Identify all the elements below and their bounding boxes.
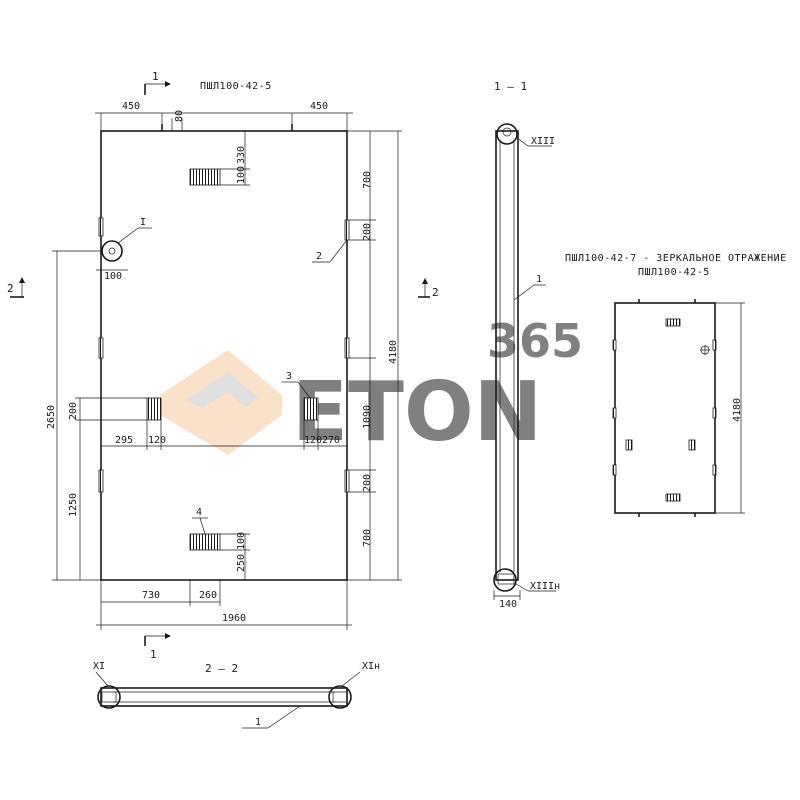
callout-part-1-sect2: 1 (242, 705, 301, 729)
mirror-title-1: ПШЛ100-42-7 - ЗЕРКАЛЬНОЕ ОТРАЖЕНИЕ (565, 253, 787, 264)
svg-text:295: 295 (115, 435, 133, 446)
svg-text:1090: 1090 (362, 405, 373, 429)
callout-node-13n: XIIIн (515, 581, 560, 592)
svg-text:250: 250 (236, 554, 247, 572)
panel-front-view (98, 118, 350, 581)
svg-text:100: 100 (104, 271, 122, 282)
svg-text:260: 260 (199, 590, 217, 601)
svg-text:120: 120 (148, 435, 166, 446)
svg-text:120: 120 (304, 435, 322, 446)
callout-part-2: 2 (312, 239, 348, 263)
plate-top (189, 168, 221, 186)
main-title: ПШЛ100-42-5 (200, 81, 272, 92)
callout-node-11: XI (93, 661, 109, 687)
svg-text:140: 140 (499, 599, 517, 610)
svg-text:700: 700 (362, 171, 373, 189)
section-mark-2-left: 2 (7, 277, 25, 298)
svg-text:2: 2 (432, 286, 439, 299)
section-2-title: 2 — 2 (205, 662, 238, 675)
lifting-loop-icon (101, 240, 123, 262)
callout-node-1: I (117, 217, 152, 244)
svg-text:700: 700 (362, 529, 373, 547)
svg-text:100: 100 (236, 532, 247, 550)
svg-text:XIII: XIII (531, 136, 555, 147)
svg-text:XIIIн: XIIIн (530, 581, 560, 592)
section-2-2-view (97, 685, 352, 709)
callout-part-1-sect: 1 (513, 274, 546, 301)
section-1-title: 1 — 1 (494, 80, 527, 93)
svg-text:2: 2 (7, 282, 14, 295)
svg-text:1: 1 (152, 70, 159, 83)
callout-part-3: 3 (282, 371, 311, 399)
section-mark-2-right: 2 (418, 278, 439, 299)
plate-left (146, 397, 162, 421)
svg-text:XIн: XIн (362, 661, 380, 672)
callout-node-11n: XIн (341, 661, 380, 687)
svg-text:450: 450 (310, 101, 328, 112)
plate-bottom (189, 533, 221, 551)
plate-right (303, 397, 319, 421)
section-1-1-view: 140 (493, 123, 521, 610)
section-mark-1-bottom: 1 (144, 633, 171, 661)
watermark-top-text: 365 (487, 314, 583, 368)
svg-text:270: 270 (322, 435, 340, 446)
watermark-logo-icon (160, 350, 282, 455)
section-mark-1-top: 1 (144, 70, 171, 95)
svg-text:1: 1 (150, 648, 157, 661)
svg-text:4180: 4180 (732, 398, 743, 422)
svg-text:330: 330 (236, 146, 247, 164)
svg-text:450: 450 (122, 101, 140, 112)
svg-text:1960: 1960 (222, 613, 246, 624)
svg-text:730: 730 (142, 590, 160, 601)
svg-text:200: 200 (68, 402, 79, 420)
svg-text:XI: XI (93, 661, 105, 672)
callout-part-4: 4 (192, 507, 208, 535)
svg-text:1250: 1250 (68, 493, 79, 517)
svg-text:80: 80 (174, 110, 185, 122)
panel-mirror-view: 4180 (612, 299, 745, 517)
svg-text:100: 100 (236, 166, 247, 184)
watermark-main-text: ETON (292, 365, 542, 460)
svg-text:1: 1 (255, 717, 261, 728)
svg-text:2: 2 (316, 251, 322, 262)
callout-node-13: XIII (516, 136, 555, 147)
svg-text:3: 3 (286, 371, 292, 382)
svg-text:1: 1 (536, 274, 542, 285)
svg-text:4: 4 (196, 507, 202, 518)
svg-text:2650: 2650 (46, 405, 57, 429)
svg-text:200: 200 (362, 223, 373, 241)
svg-text:200: 200 (362, 474, 373, 492)
mirror-title-2: ПШЛ100-42-5 (638, 267, 710, 278)
dimensions-main: 450 80 450 330 100 700 200 1090 200 700 … (46, 101, 402, 630)
svg-text:4180: 4180 (388, 340, 399, 364)
svg-text:I: I (140, 217, 146, 228)
watermark: 365 ETON (160, 314, 583, 460)
